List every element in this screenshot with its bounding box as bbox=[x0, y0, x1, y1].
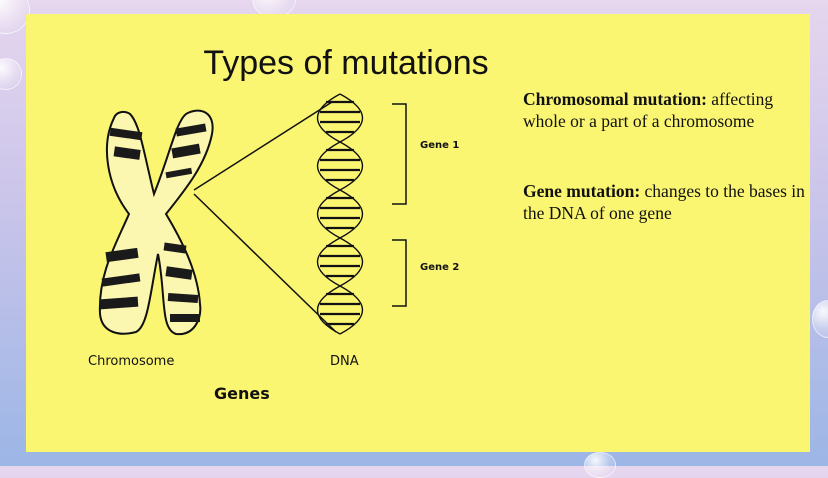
zoom-lines bbox=[193, 101, 337, 333]
decor-bubble bbox=[812, 300, 828, 338]
slide: Types of mutations bbox=[26, 14, 810, 452]
gene2-label: Gene 2 bbox=[420, 262, 460, 273]
definition-term: Chromosomal mutation: bbox=[523, 89, 707, 109]
chromosome-drawing bbox=[98, 109, 214, 336]
definition-text: affecting whole or a part of a chromosom… bbox=[523, 89, 774, 131]
decor-bubble bbox=[584, 452, 616, 478]
chromosome-label: Chromosome bbox=[88, 354, 175, 369]
dna-double-helix bbox=[316, 93, 364, 335]
definition-text: changes to the bases in the DNA of one g… bbox=[523, 181, 805, 223]
gene1-bracket bbox=[392, 103, 407, 205]
gene-mutation-definition: Gene mutation: changes to the bases in t… bbox=[523, 180, 813, 224]
decor-bubble bbox=[0, 58, 22, 90]
definition-term: Gene mutation: bbox=[523, 181, 641, 201]
dna-label: DNA bbox=[330, 354, 359, 369]
gene2-bracket bbox=[392, 239, 407, 307]
chromosome-dna-diagram bbox=[98, 93, 407, 336]
gene1-label: Gene 1 bbox=[420, 140, 460, 151]
slide-title: Types of mutations bbox=[203, 44, 489, 82]
chromosomal-mutation-definition: Chromosomal mutation: affecting whole or… bbox=[523, 88, 813, 132]
diagram-caption: Genes bbox=[214, 384, 270, 403]
gene-brackets bbox=[392, 103, 407, 307]
